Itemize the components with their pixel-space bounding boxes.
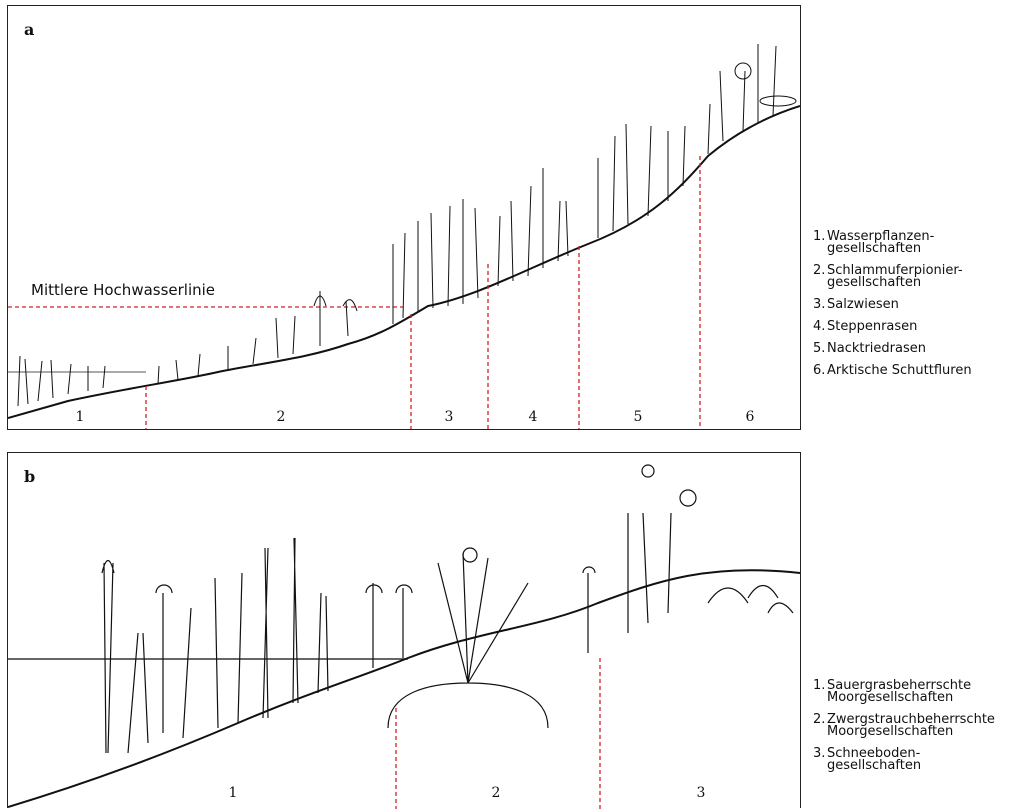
legend-item: 2.Schlammuferpionier- gesellschaften xyxy=(813,263,972,290)
zone-number-a1: 1 xyxy=(75,409,85,425)
legend-item: 6.Arktische Schuttfluren xyxy=(813,363,972,378)
zone-number-a6: 6 xyxy=(745,409,755,425)
legend-text: Schlammuferpionier- gesellschaften xyxy=(827,263,963,290)
legend-item: 3.Schneeboden- gesellschaften xyxy=(813,746,995,773)
legend-item: 4.Steppenrasen xyxy=(813,319,972,334)
legend-item: 1.Sauergrasbeherrschte Moorgesellschafte… xyxy=(813,678,995,705)
legend-num: 3. xyxy=(813,297,826,312)
legend-num: 2. xyxy=(813,263,826,278)
legend-num: 4. xyxy=(813,319,826,334)
zone-number-a3: 3 xyxy=(444,409,454,425)
legend-num: 6. xyxy=(813,363,826,378)
zone-number-a5: 5 xyxy=(633,409,643,425)
legend-num: 1. xyxy=(813,678,826,693)
plant-sketches xyxy=(101,464,794,754)
legend-num: 1. xyxy=(813,229,826,244)
panel-b-vegetation-profile: b 1 2 3 xyxy=(7,452,801,809)
panel-a-illustration xyxy=(8,44,800,429)
hochwasser-label: Mittlere Hochwasserlinie xyxy=(31,281,216,299)
legend-item: 2.Zwergstrauchbeherrschte Moorgesellscha… xyxy=(813,712,995,739)
legend-panel-a: 1.Wasserpflanzen- gesellschaften 2.Schla… xyxy=(813,229,972,387)
legend-num: 2. xyxy=(813,712,826,727)
legend-text: Sauergrasbeherrschte Moorgesellschaften xyxy=(827,678,972,705)
zone-number-b2: 2 xyxy=(491,785,501,801)
legend-item: 3.Salzwiesen xyxy=(813,297,972,312)
panel-a-letter: a xyxy=(24,20,35,39)
legend-text: Salzwiesen xyxy=(827,297,899,312)
legend-num: 3. xyxy=(813,746,826,761)
legend-text: Schneeboden- gesellschaften xyxy=(827,746,922,773)
legend-text: Zwergstrauchbeherrschte Moorgesellschaft… xyxy=(827,712,995,739)
panel-b-illustration xyxy=(8,464,800,809)
legend-text: Arktische Schuttfluren xyxy=(827,363,972,378)
zone-number-b3: 3 xyxy=(696,785,706,801)
plant-sketches xyxy=(17,44,797,407)
legend-text: Wasserpflanzen- gesellschaften xyxy=(827,229,935,256)
zone-number-b1: 1 xyxy=(228,785,238,801)
ground-slope-line xyxy=(8,105,800,419)
legend-num: 5. xyxy=(813,341,826,356)
legend-text: Steppenrasen xyxy=(827,319,918,334)
ground-curve-line xyxy=(8,569,800,808)
panel-b-letter: b xyxy=(24,467,36,486)
legend-item: 5.Nacktriedrasen xyxy=(813,341,972,356)
legend-text: Nacktriedrasen xyxy=(827,341,926,356)
zone-number-a4: 4 xyxy=(528,409,538,425)
legend-item: 1.Wasserpflanzen- gesellschaften xyxy=(813,229,972,256)
panel-a-vegetation-profile: a Mittlere Hochwasserlinie 1 2 3 4 5 6 xyxy=(7,5,801,430)
legend-panel-b: 1.Sauergrasbeherrschte Moorgesellschafte… xyxy=(813,678,995,782)
zone-number-a2: 2 xyxy=(276,409,286,425)
